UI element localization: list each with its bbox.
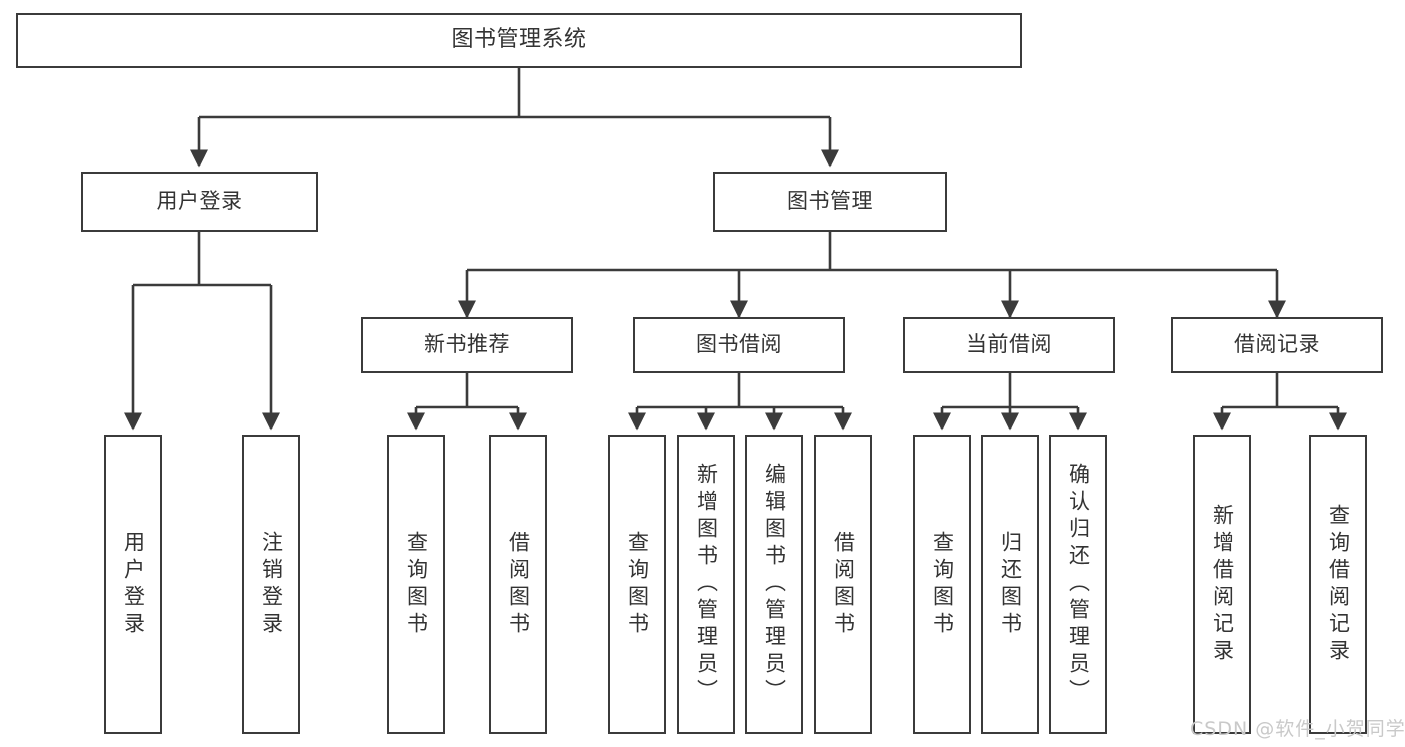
node-label: 新增借阅记录 — [1210, 503, 1235, 666]
node-label: 图书管理 — [787, 189, 873, 214]
node-label: 查询图书 — [930, 530, 955, 639]
node-new-book-recommend[interactable]: 新书推荐 — [361, 317, 573, 373]
node-label: 查询图书 — [404, 530, 429, 639]
node-label: 新增图书（管理员） — [694, 463, 719, 706]
node-leaf-query-book-2[interactable]: 查询图书 — [608, 435, 666, 734]
node-label: 查询借阅记录 — [1326, 503, 1351, 666]
node-leaf-add-book[interactable]: 新增图书（管理员） — [677, 435, 735, 734]
node-leaf-user-login[interactable]: 用户登录 — [104, 435, 162, 734]
node-user-login[interactable]: 用户登录 — [81, 172, 318, 232]
node-current-borrow[interactable]: 当前借阅 — [903, 317, 1115, 373]
node-leaf-borrow-book-1[interactable]: 借阅图书 — [489, 435, 547, 734]
node-leaf-borrow-book-2[interactable]: 借阅图书 — [814, 435, 872, 734]
node-leaf-user-logout[interactable]: 注销登录 — [242, 435, 300, 734]
node-label: 借阅图书 — [506, 530, 531, 639]
node-label: 确认归还（管理员） — [1066, 463, 1091, 706]
node-label: 借阅记录 — [1234, 332, 1320, 357]
node-leaf-query-book-1[interactable]: 查询图书 — [387, 435, 445, 734]
node-leaf-edit-book[interactable]: 编辑图书（管理员） — [745, 435, 803, 734]
node-book-management[interactable]: 图书管理 — [713, 172, 947, 232]
node-label: 借阅图书 — [831, 530, 856, 639]
node-label: 当前借阅 — [966, 332, 1052, 357]
node-label: 新书推荐 — [424, 332, 510, 357]
node-leaf-query-record[interactable]: 查询借阅记录 — [1309, 435, 1367, 734]
node-label: 用户登录 — [121, 530, 146, 639]
node-leaf-query-book-3[interactable]: 查询图书 — [913, 435, 971, 734]
node-label: 归还图书 — [998, 530, 1023, 639]
node-label: 图书管理系统 — [451, 27, 587, 53]
node-root-book-management-system[interactable]: 图书管理系统 — [16, 13, 1022, 68]
node-label: 查询图书 — [625, 530, 650, 639]
node-label: 用户登录 — [156, 189, 243, 214]
node-label: 编辑图书（管理员） — [762, 463, 787, 706]
node-leaf-confirm-return[interactable]: 确认归还（管理员） — [1049, 435, 1107, 734]
node-book-borrow[interactable]: 图书借阅 — [633, 317, 845, 373]
node-label: 注销登录 — [259, 530, 284, 639]
node-label: 图书借阅 — [696, 332, 782, 357]
node-borrow-record[interactable]: 借阅记录 — [1171, 317, 1383, 373]
node-leaf-add-record[interactable]: 新增借阅记录 — [1193, 435, 1251, 734]
node-leaf-return-book[interactable]: 归还图书 — [981, 435, 1039, 734]
